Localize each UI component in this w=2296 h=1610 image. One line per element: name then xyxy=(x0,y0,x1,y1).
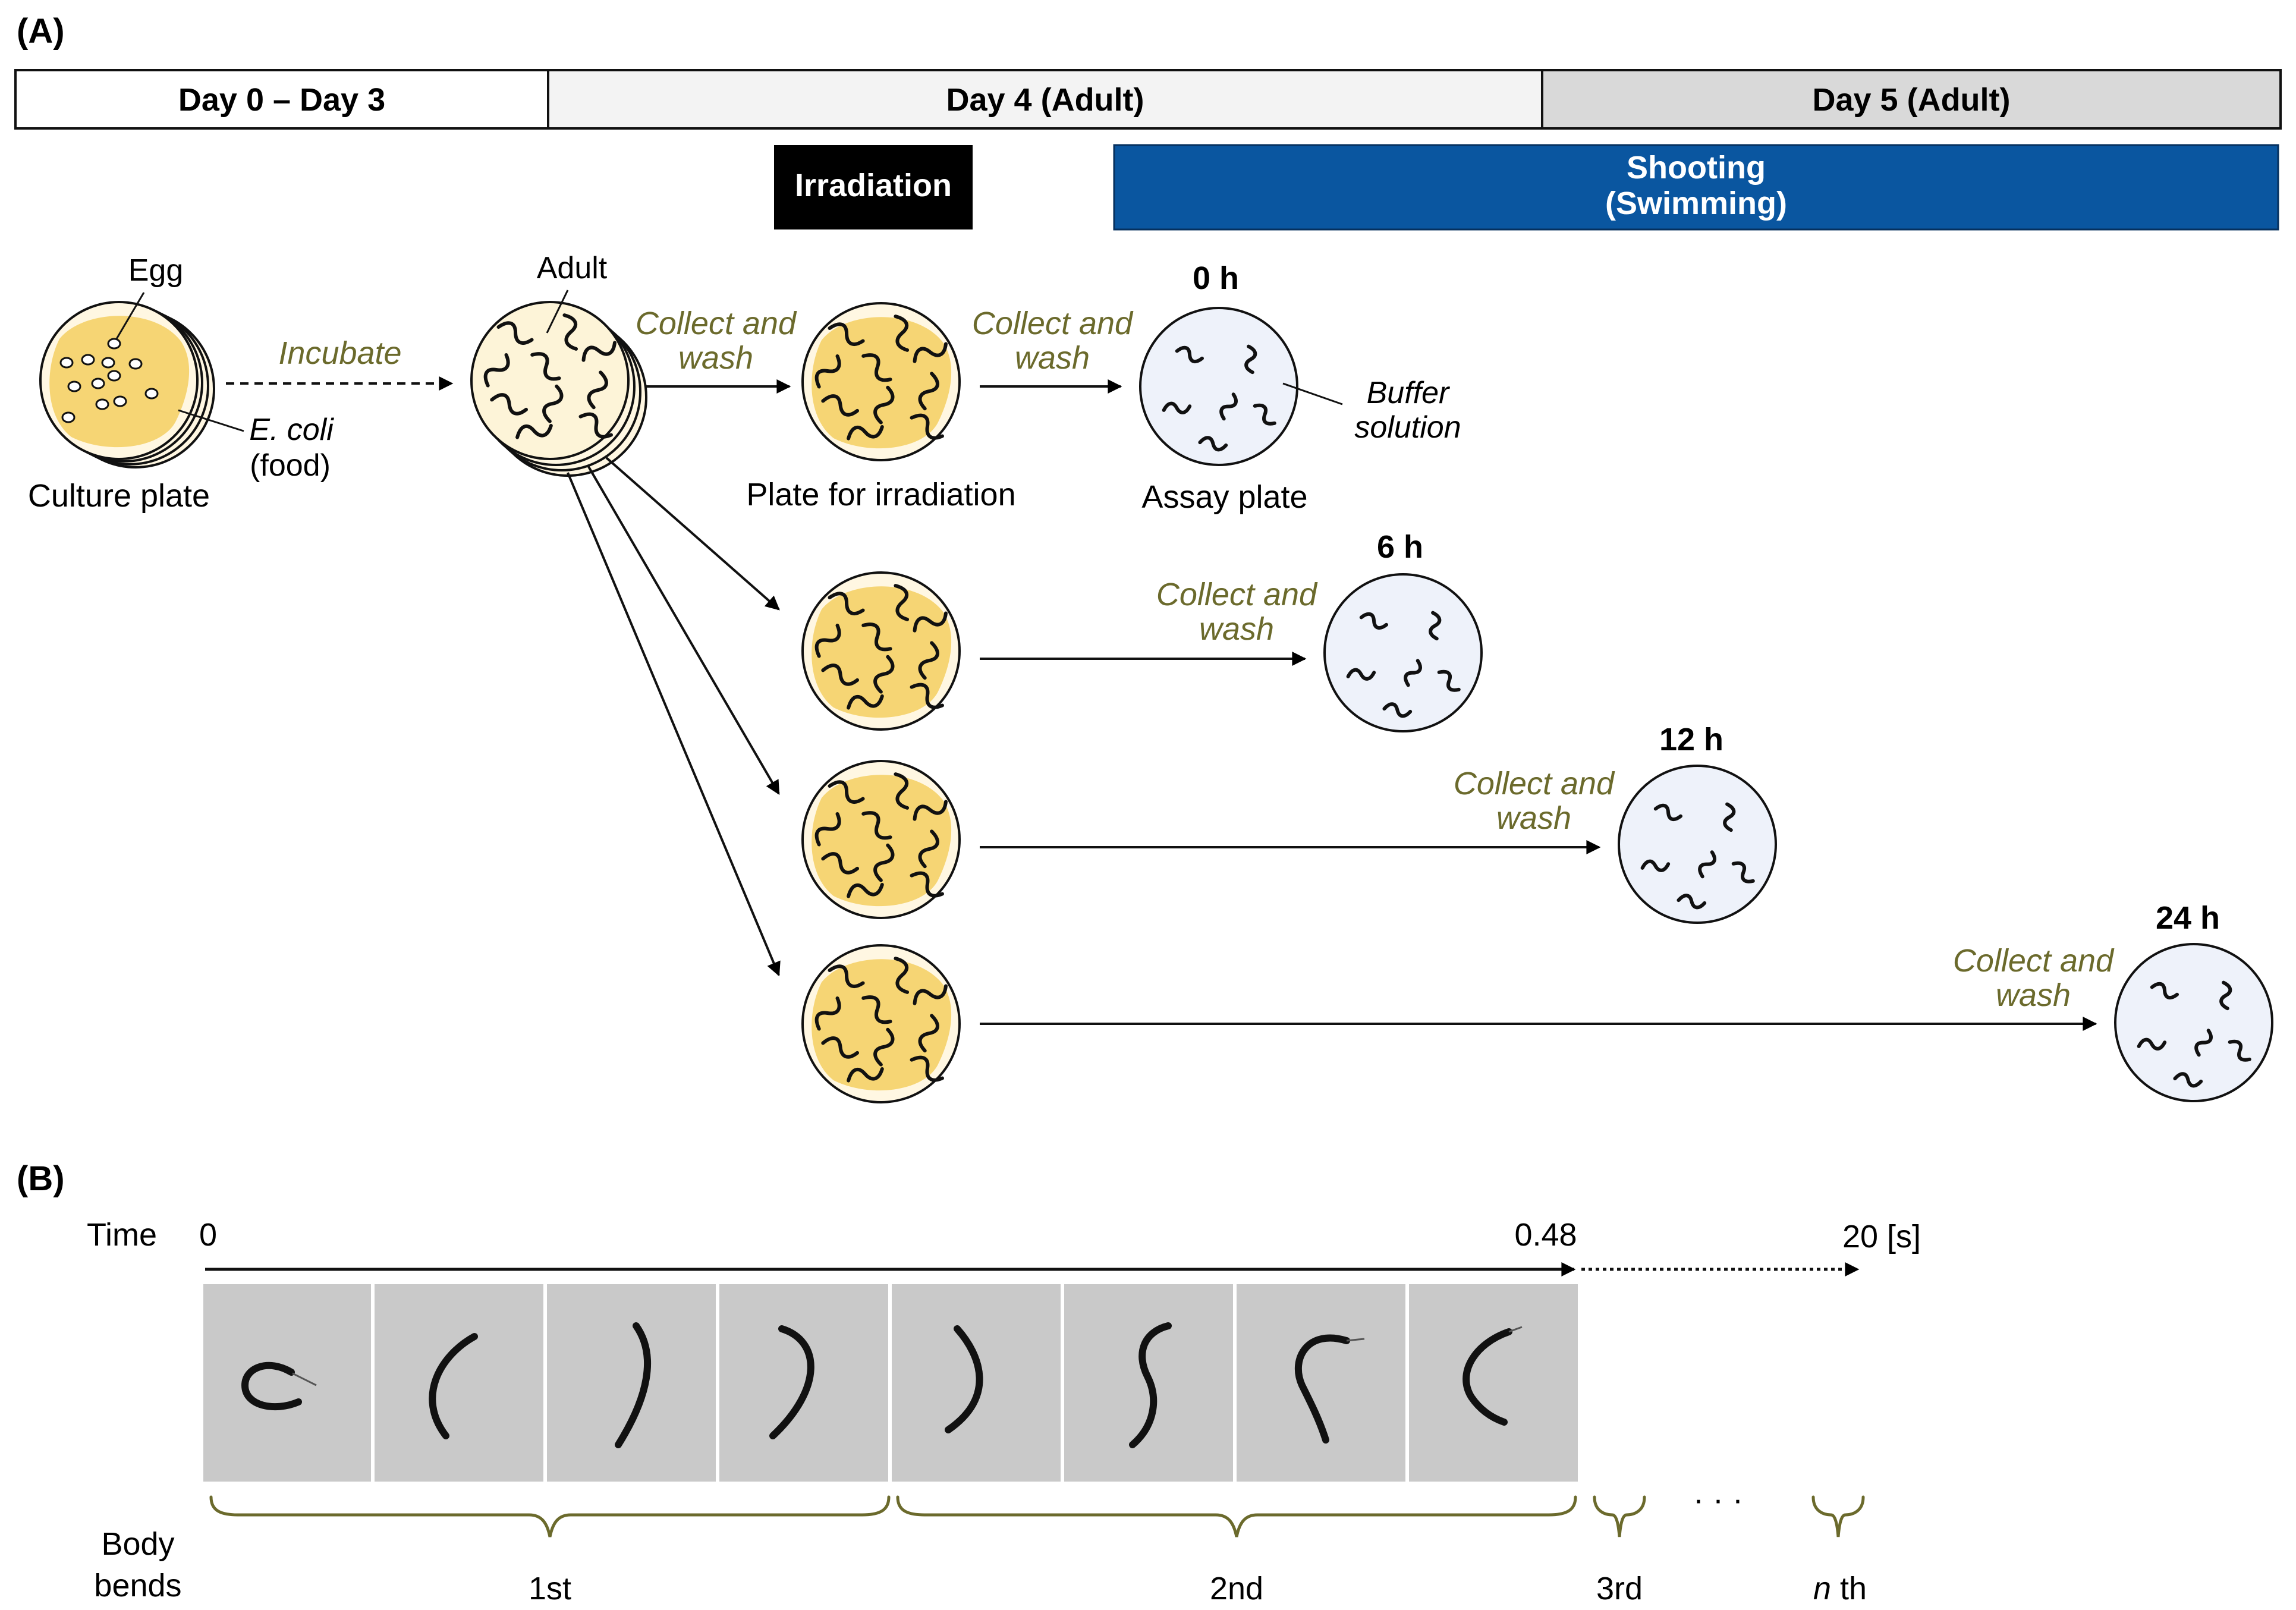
irradiation-box xyxy=(774,145,973,229)
shooting-label-line2: (Swimming) xyxy=(1605,185,1787,221)
adult-plate xyxy=(470,301,647,477)
assay-plate-label: Assay plate xyxy=(1141,479,1307,515)
body-bends-label-2: bends xyxy=(94,1568,181,1603)
collect-label-0h-a: Collect and xyxy=(972,306,1134,341)
video-frame-1 xyxy=(203,1284,371,1482)
assay-plate-0h xyxy=(1140,308,1297,465)
collect-label-6h-b: wash xyxy=(1199,611,1274,647)
shooting-box xyxy=(1113,144,2279,231)
shooting-label-line1: Shooting xyxy=(1627,150,1766,185)
brace-2nd xyxy=(896,1495,1577,1537)
incubate-label: Incubate xyxy=(278,335,401,371)
timeline-day0-3 xyxy=(14,69,549,130)
video-frame-5 xyxy=(892,1284,1061,1482)
collect-label-12h-a: Collect and xyxy=(1454,766,1615,801)
adult-label: Adult xyxy=(537,251,608,285)
bend-3rd-label: 3rd xyxy=(1596,1571,1643,1606)
ecoli-label: E. coli xyxy=(249,413,334,447)
timeline-day0-3-label: Day 0 – Day 3 xyxy=(178,82,385,118)
time-axis-label: Time xyxy=(87,1217,157,1253)
egg-label: Egg xyxy=(128,253,184,288)
brace-nth xyxy=(1811,1495,1865,1537)
panel-b-label: (B) xyxy=(17,1159,65,1198)
timeline-day4-label: Day 4 (Adult) xyxy=(946,82,1144,118)
timeline-day5 xyxy=(1541,69,2282,130)
body-bends-label-1: Body xyxy=(101,1526,174,1562)
timeline-day4 xyxy=(547,69,1543,130)
arrow-adult-to-plate24 xyxy=(567,472,781,977)
video-frame-4 xyxy=(719,1284,888,1482)
irradiation-plate-24h xyxy=(803,945,960,1102)
bend-nth-suffix: th xyxy=(1831,1571,1867,1606)
food-label: (food) xyxy=(250,448,331,483)
timeline-day5-label: Day 5 (Adult) xyxy=(1812,82,2010,118)
video-frame-2 xyxy=(375,1284,543,1482)
collect-label-24h-b: wash xyxy=(1996,977,2071,1013)
bend-dots: · · · xyxy=(1693,1482,1743,1517)
arrow-adult-to-plate12 xyxy=(587,466,780,795)
bend-nth-label: n th xyxy=(1813,1571,1867,1606)
time-mid-label: 0.48 xyxy=(1514,1217,1577,1253)
irradiation-plate-0h xyxy=(803,303,960,460)
panel-a-label: (A) xyxy=(17,12,65,51)
egg-pointer xyxy=(115,292,145,339)
video-frame-3 xyxy=(547,1284,716,1482)
time-end-label: 20 [s] xyxy=(1842,1219,1921,1254)
buffer-label-2: solution xyxy=(1354,410,1461,445)
collect-label-12h-b: wash xyxy=(1496,800,1571,836)
plate-irradiation-label: Plate for irradiation xyxy=(746,477,1015,512)
buffer-pointer xyxy=(1282,382,1343,405)
video-frame-7 xyxy=(1237,1284,1405,1482)
adult-pointer xyxy=(546,290,569,334)
bend-nth-italic: n xyxy=(1813,1571,1831,1606)
collect-label-1b: wash xyxy=(678,340,753,376)
video-frames xyxy=(203,1284,1578,1482)
culture-plate-label: Culture plate xyxy=(28,478,210,514)
culture-plate xyxy=(39,301,215,468)
collect-label-6h-a: Collect and xyxy=(1156,577,1318,612)
time-6h-label: 6 h xyxy=(1377,529,1423,565)
timeline-bar: Day 0 – Day 3 Day 4 (Adult) Day 5 (Adult… xyxy=(14,69,2282,130)
time-24h-label: 24 h xyxy=(2156,900,2220,936)
collect-label-0h-b: wash xyxy=(1015,340,1090,376)
video-frame-8 xyxy=(1409,1284,1578,1482)
time-0h-label: 0 h xyxy=(1193,260,1239,296)
buffer-label-1: Buffer xyxy=(1367,376,1451,410)
egg-dots xyxy=(59,338,159,423)
assay-plate-24h xyxy=(2115,944,2272,1101)
bend-2nd-label: 2nd xyxy=(1210,1571,1263,1606)
arrow-adult-to-plate6 xyxy=(605,457,780,611)
time-start-label: 0 xyxy=(199,1217,217,1253)
brace-1st xyxy=(209,1495,891,1537)
assay-plate-6h xyxy=(1325,574,1482,731)
collect-label-1a: Collect and xyxy=(636,306,797,341)
irradiation-label: Irradiation xyxy=(795,168,952,203)
body-bend-braces xyxy=(209,1495,1865,1537)
bend-1st-label: 1st xyxy=(529,1571,571,1606)
assay-plate-12h xyxy=(1619,766,1776,923)
collect-label-24h-a: Collect and xyxy=(1953,943,2115,979)
ecoli-pointer xyxy=(178,409,244,432)
video-frame-6 xyxy=(1064,1284,1233,1482)
irradiation-plate-6h xyxy=(803,573,960,729)
irradiation-plate-12h xyxy=(803,761,960,918)
time-12h-label: 12 h xyxy=(1659,722,1723,757)
brace-3rd xyxy=(1593,1495,1646,1537)
